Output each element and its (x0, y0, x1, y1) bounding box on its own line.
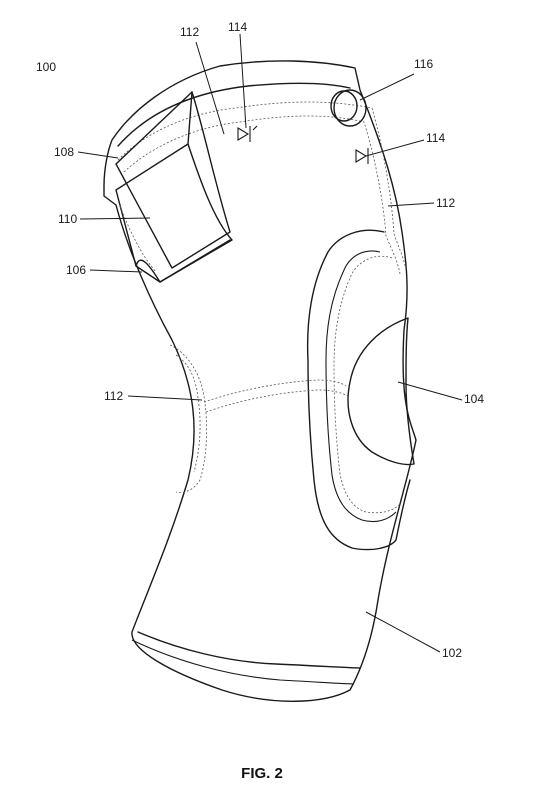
leader-104 (397, 381, 463, 401)
label-114-right: 114 (426, 131, 445, 145)
pocket-back-flap (115, 91, 231, 269)
bottom-cuff-line (137, 631, 361, 669)
leader-112c (127, 395, 203, 401)
figure-caption: FIG. 2 (241, 765, 283, 782)
button-116-back (333, 89, 367, 127)
top-rim (117, 82, 351, 147)
button-116-front (330, 90, 358, 122)
pocket-stitch (119, 205, 157, 273)
label-116: 116 (414, 57, 433, 71)
label-100: 100 (36, 60, 56, 74)
pocket-edge (187, 91, 193, 145)
label-112-top: 112 (180, 25, 199, 39)
pocket-front-face (115, 143, 233, 283)
leader-114b (365, 139, 425, 157)
label-112-right: 112 (436, 196, 455, 210)
horizontal-seam-2 (205, 389, 349, 413)
patella-opening (347, 317, 415, 466)
patella-ring-middle (325, 250, 397, 523)
leader-114a (239, 33, 247, 129)
horizontal-seam (203, 379, 347, 403)
patella-ring-stitch (333, 255, 401, 514)
leader-102 (365, 611, 441, 653)
label-114-top: 114 (228, 20, 247, 34)
patella-ring-outer (306, 229, 411, 551)
label-102: 102 (442, 646, 462, 660)
upper-stitch-panel-2 (123, 115, 401, 275)
leader-108 (77, 151, 119, 159)
leader-110 (79, 217, 151, 220)
left-stitch-panel-2 (175, 354, 201, 473)
leader-116 (359, 73, 415, 101)
leader-112b (387, 202, 435, 207)
pocket-bottom-edge (135, 239, 231, 283)
upper-stitch-panel (117, 101, 407, 271)
leader-106 (89, 269, 143, 273)
label-112-left: 112 (104, 389, 123, 403)
leader-112a (195, 41, 225, 135)
brace-body-outline (103, 60, 417, 702)
label-108: 108 (54, 145, 74, 159)
label-106: 106 (66, 263, 86, 277)
label-104: 104 (464, 392, 484, 406)
label-110: 110 (58, 212, 77, 226)
left-stitch-panel (169, 344, 208, 493)
led-indicator-right (355, 148, 369, 164)
led-indicator-upper (237, 125, 258, 142)
bottom-cuff-line-inner (131, 639, 355, 685)
